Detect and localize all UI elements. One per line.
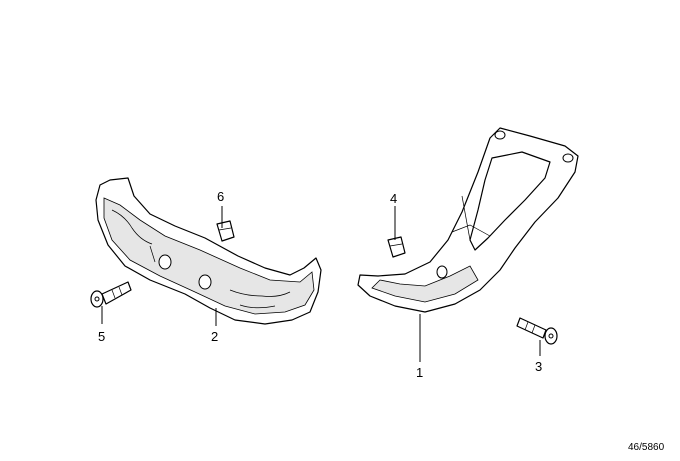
clip-nut-6 (216, 220, 235, 242)
part-label-4: 4 (390, 191, 398, 206)
part-label-6: 6 (217, 189, 225, 204)
part-label-3: 3 (535, 359, 543, 374)
diagram-reference-code: 46/5860 (628, 442, 665, 453)
screw-5 (90, 281, 132, 308)
clip-nut-4 (387, 236, 406, 258)
part-label-1: 1 (416, 365, 424, 380)
screw-3 (516, 317, 558, 345)
right-leg-guard (357, 127, 579, 313)
part-label-5: 5 (98, 329, 106, 344)
left-leg-guard (95, 177, 322, 325)
part-label-2: 2 (211, 329, 219, 344)
